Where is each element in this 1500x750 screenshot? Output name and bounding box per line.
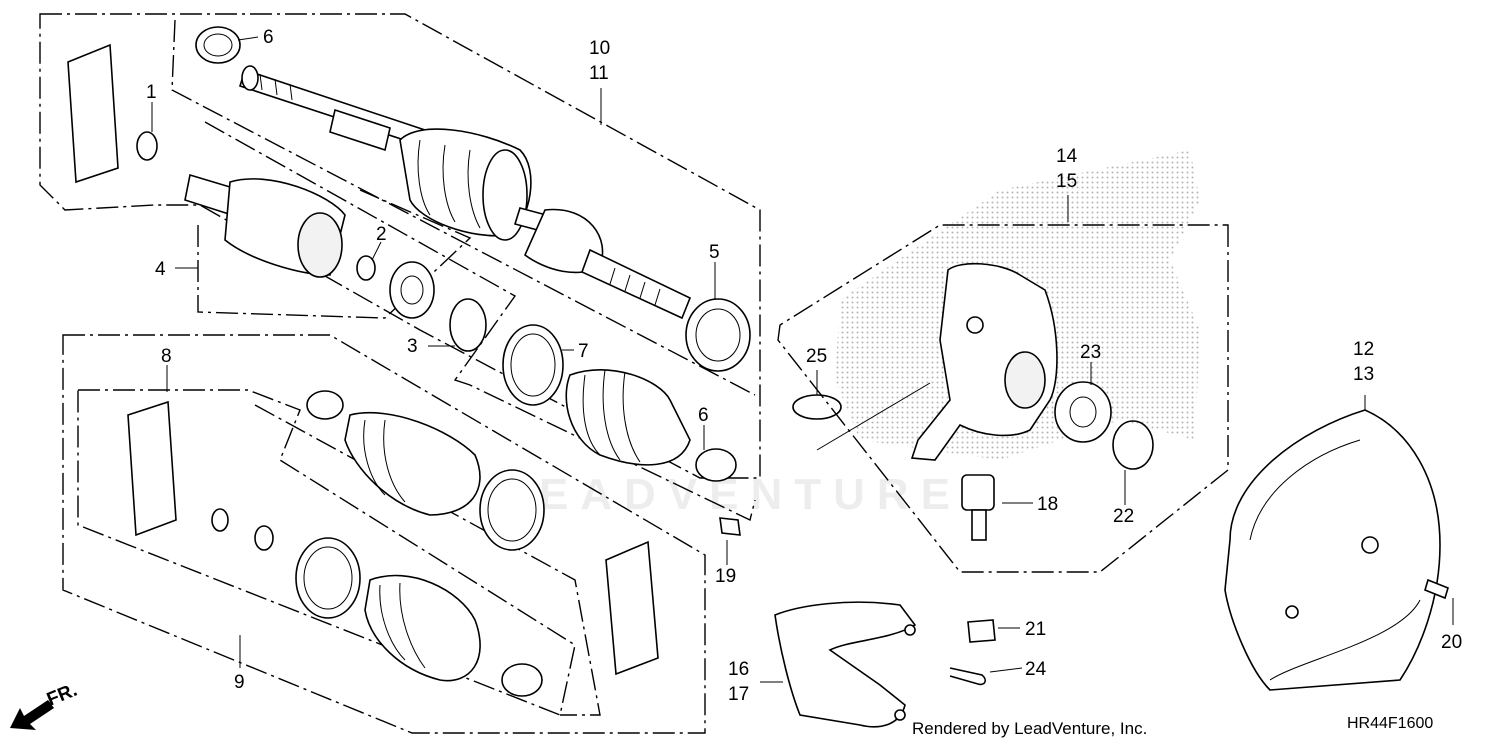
bearing-cage bbox=[389, 261, 435, 319]
drive-shaft bbox=[239, 65, 692, 320]
boot-middle bbox=[565, 369, 691, 466]
clamp-band-6-top bbox=[195, 26, 241, 64]
bearing-23 bbox=[1054, 381, 1112, 443]
bolt-19 bbox=[719, 517, 741, 536]
steering-knuckle bbox=[910, 262, 1058, 461]
callout-10: 10 bbox=[589, 38, 610, 59]
callout-21: 21 bbox=[1025, 619, 1046, 640]
callout-22: 22 bbox=[1113, 506, 1134, 527]
circlip-2 bbox=[356, 255, 376, 281]
callout-13: 13 bbox=[1353, 364, 1374, 385]
callout-16: 16 bbox=[728, 659, 749, 680]
callout-14: 14 bbox=[1056, 146, 1078, 167]
group-frame-knuckle bbox=[777, 224, 1229, 573]
cotter-pin-24 bbox=[949, 667, 987, 686]
circlip-25 bbox=[792, 394, 842, 420]
callout-18: 18 bbox=[1037, 494, 1058, 515]
callout-12: 12 bbox=[1353, 339, 1374, 360]
grease-packet-2 bbox=[127, 400, 177, 537]
grease-packet-1 bbox=[67, 43, 119, 184]
callout-3: 3 bbox=[407, 336, 418, 357]
callout-20: 20 bbox=[1441, 632, 1462, 653]
callout-17: 17 bbox=[728, 684, 749, 705]
bolt-20 bbox=[1424, 578, 1449, 600]
callout-15: 15 bbox=[1056, 171, 1077, 192]
callout-1: 1 bbox=[146, 82, 157, 103]
callout-23: 23 bbox=[1080, 342, 1101, 363]
callout-5: 5 bbox=[709, 242, 720, 263]
snap-ring-3 bbox=[449, 298, 487, 352]
group-frame-8 bbox=[77, 389, 576, 716]
group-frame-4 bbox=[197, 189, 472, 319]
front-indicator: FR. bbox=[10, 680, 80, 730]
callout-11: 11 bbox=[589, 63, 609, 84]
castle-nut-21 bbox=[967, 619, 996, 643]
group-frame-bottom bbox=[62, 334, 706, 734]
group-frame-top bbox=[39, 13, 761, 479]
callout-6-top: 6 bbox=[263, 27, 274, 48]
inner-joint bbox=[184, 173, 346, 278]
callout-8: 8 bbox=[161, 346, 172, 367]
callouts: 1 2 3 4 5 6 6 7 8 9 10 11 12 13 14 15 16… bbox=[146, 27, 1462, 705]
callout-4: 4 bbox=[155, 259, 166, 280]
clamp-band-5 bbox=[685, 298, 751, 372]
callout-25: 25 bbox=[806, 346, 827, 367]
callout-9: 9 bbox=[234, 672, 245, 693]
front-arrow-icon bbox=[10, 700, 54, 730]
group-frame-shaft bbox=[171, 19, 756, 396]
render-credit: Rendered by LeadVenture, Inc. bbox=[912, 719, 1148, 738]
guard-16-17 bbox=[774, 601, 917, 728]
ball-joint-18 bbox=[961, 474, 995, 541]
clamp-band-6-lower bbox=[695, 448, 737, 482]
circlip-22 bbox=[1112, 420, 1154, 470]
front-label: FR. bbox=[44, 680, 80, 711]
leader-lines bbox=[151, 36, 1454, 683]
boot-kit-upper bbox=[306, 390, 545, 551]
callout-19: 19 bbox=[715, 566, 736, 587]
snap-ring-1 bbox=[136, 131, 158, 161]
diagram-code: HR44F1600 bbox=[1347, 715, 1434, 732]
callout-2: 2 bbox=[376, 224, 387, 245]
callout-24: 24 bbox=[1025, 659, 1047, 680]
boot-band-7 bbox=[502, 324, 564, 406]
small-rings-bottom bbox=[211, 508, 274, 551]
group-frame-inner-joint bbox=[204, 121, 756, 522]
callout-7: 7 bbox=[578, 341, 589, 362]
boot-kit-lower bbox=[295, 537, 543, 697]
disc-cover bbox=[1224, 409, 1441, 691]
callout-6-lower: 6 bbox=[698, 405, 709, 426]
grease-packet-3 bbox=[605, 540, 659, 676]
